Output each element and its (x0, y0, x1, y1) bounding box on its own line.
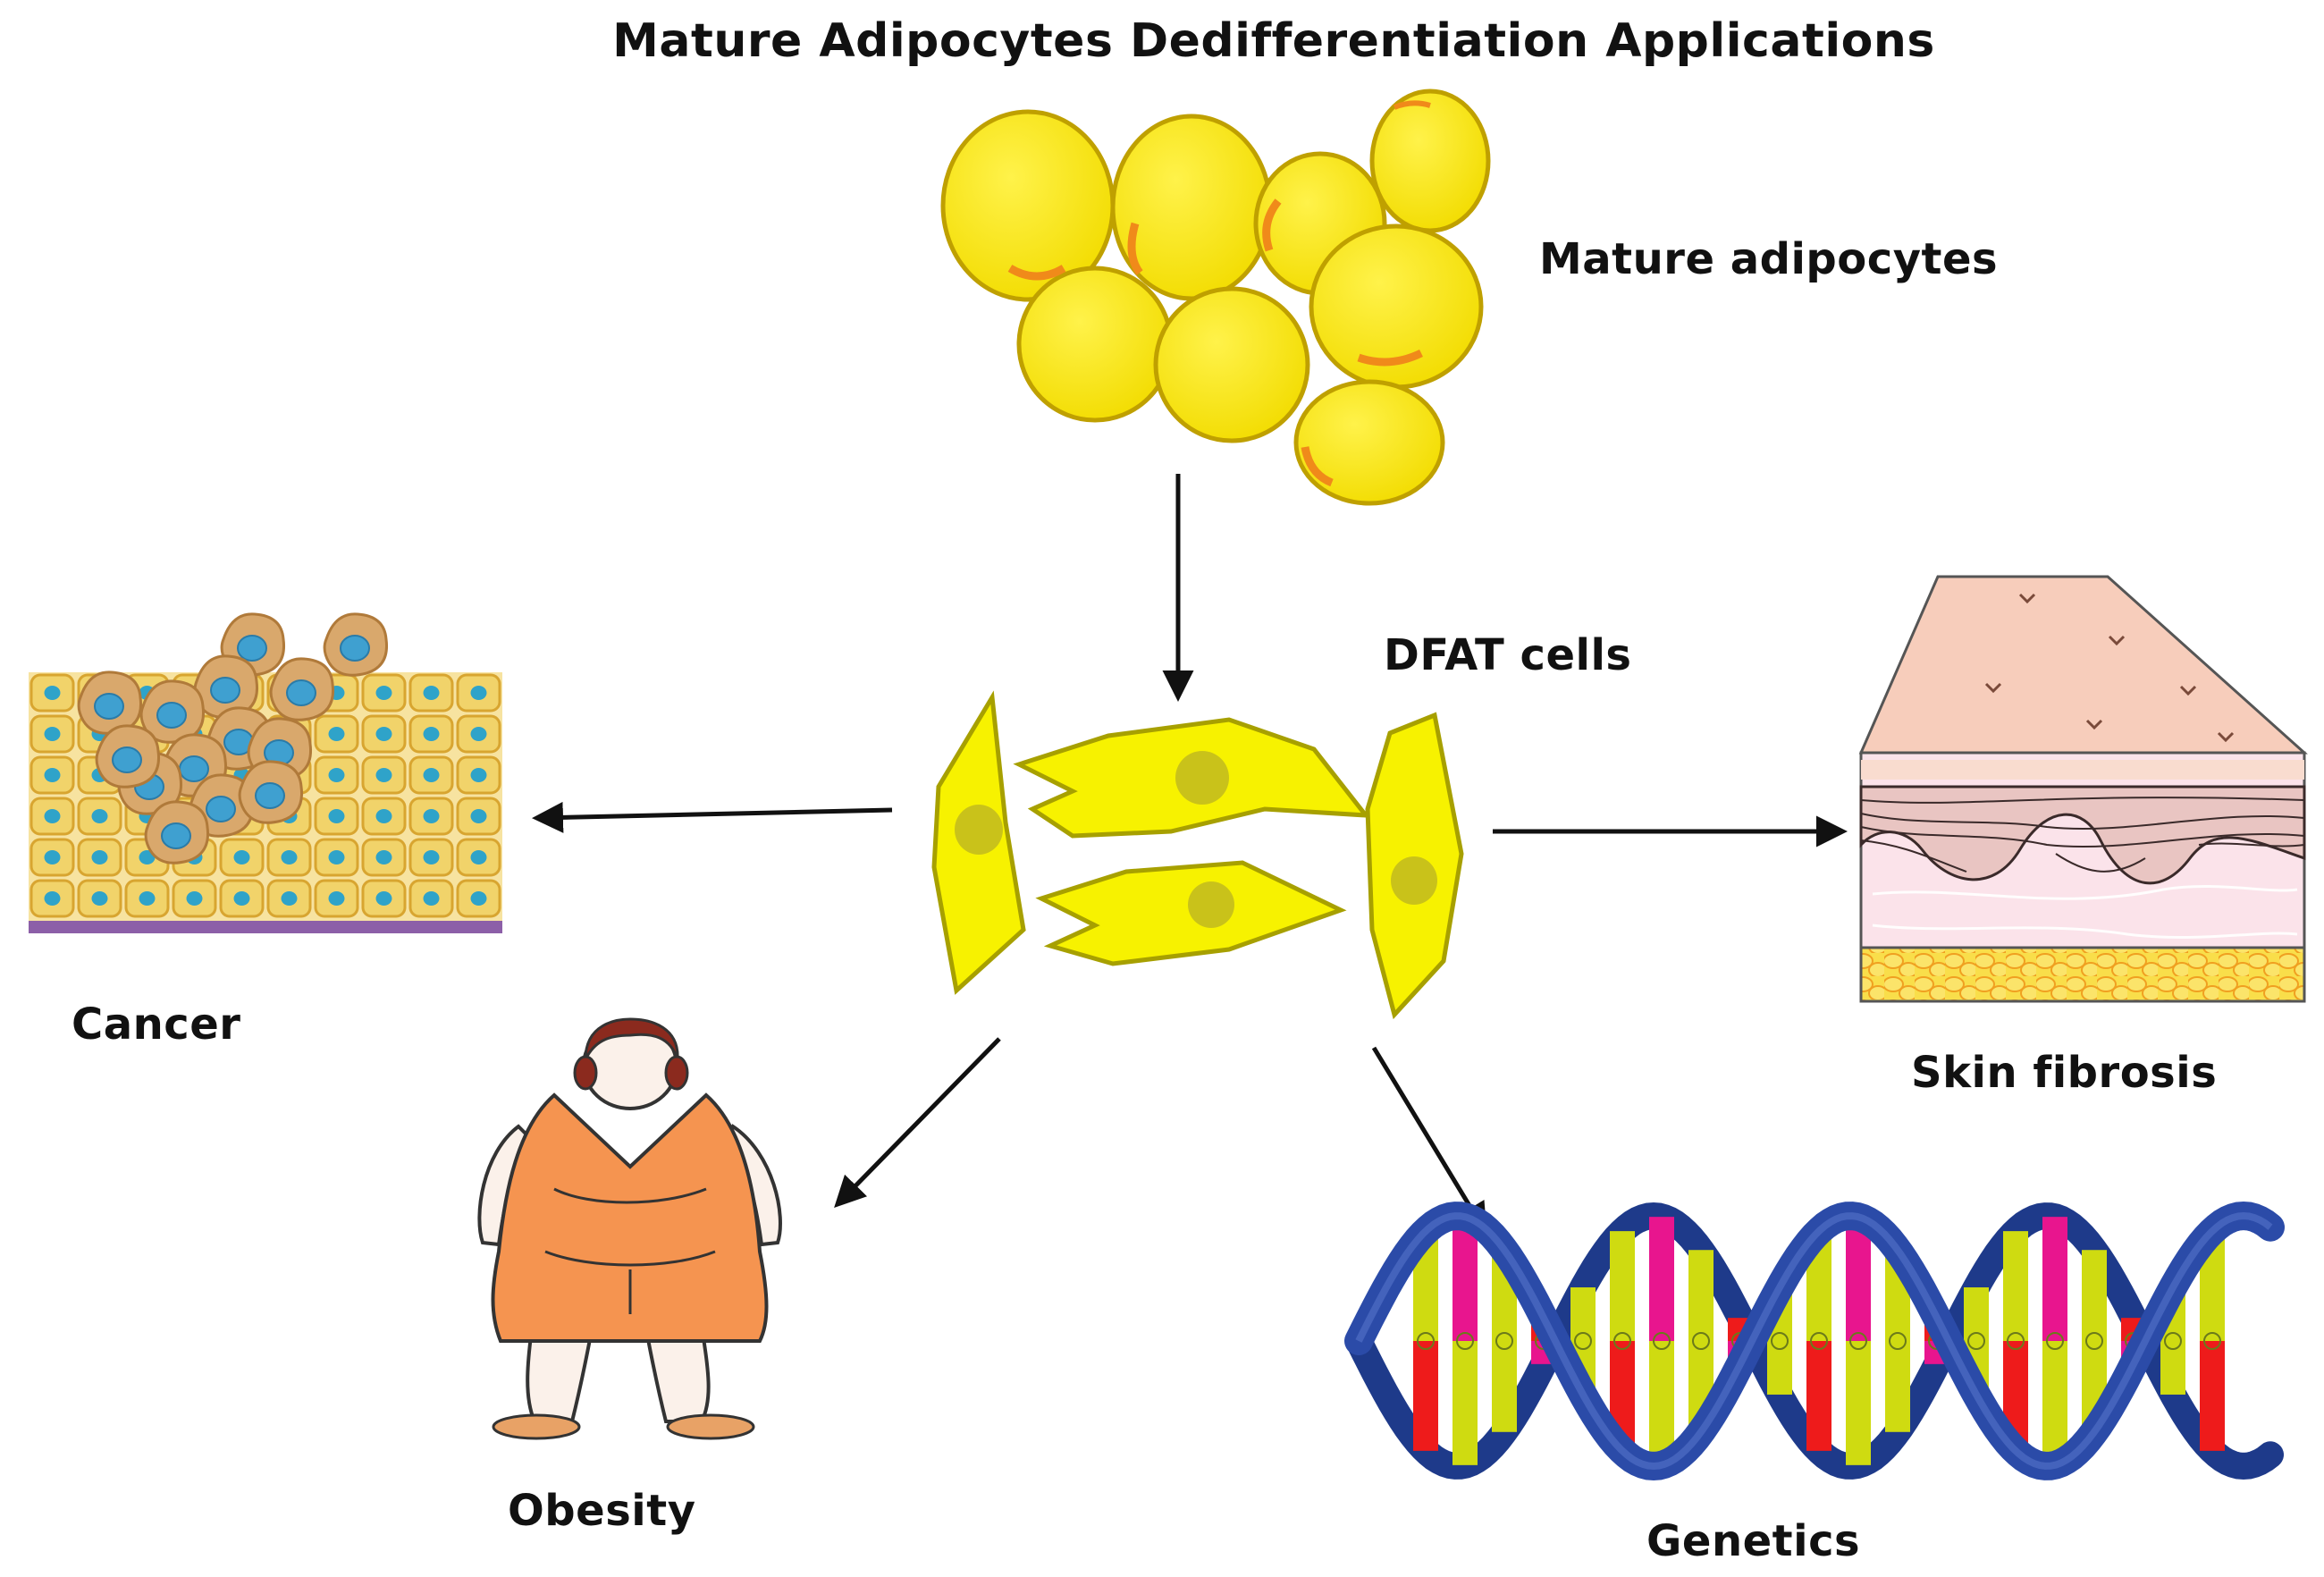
adipocyte-cluster-icon (940, 89, 1491, 506)
arrow-dfat-to-obesity (834, 1037, 1001, 1209)
arrow-dfat-to-cancer (532, 801, 893, 833)
arrow-dfat-to-genetics (1371, 1046, 1487, 1235)
label-skin-fibrosis: Skin fibrosis (1911, 1048, 2218, 1098)
label-cancer: Cancer (72, 999, 241, 1050)
label-genetics: Genetics (1646, 1516, 1861, 1566)
label-dfat-cells: DFAT cells (1384, 630, 1632, 680)
dna-helix-icon (1344, 1201, 2285, 1481)
label-mature-adipocytes: Mature adipocytes (1539, 234, 1999, 284)
dfat-cells-icon (931, 690, 1464, 1020)
label-obesity: Obesity (508, 1486, 696, 1536)
skin-section-icon (1858, 575, 2308, 1003)
diagram-title: Mature Adipocytes Dedifferentiation Appl… (612, 14, 1935, 68)
obese-person-icon (477, 1017, 782, 1440)
tumor-tissue-icon (29, 612, 502, 933)
arrows (532, 474, 1848, 1235)
